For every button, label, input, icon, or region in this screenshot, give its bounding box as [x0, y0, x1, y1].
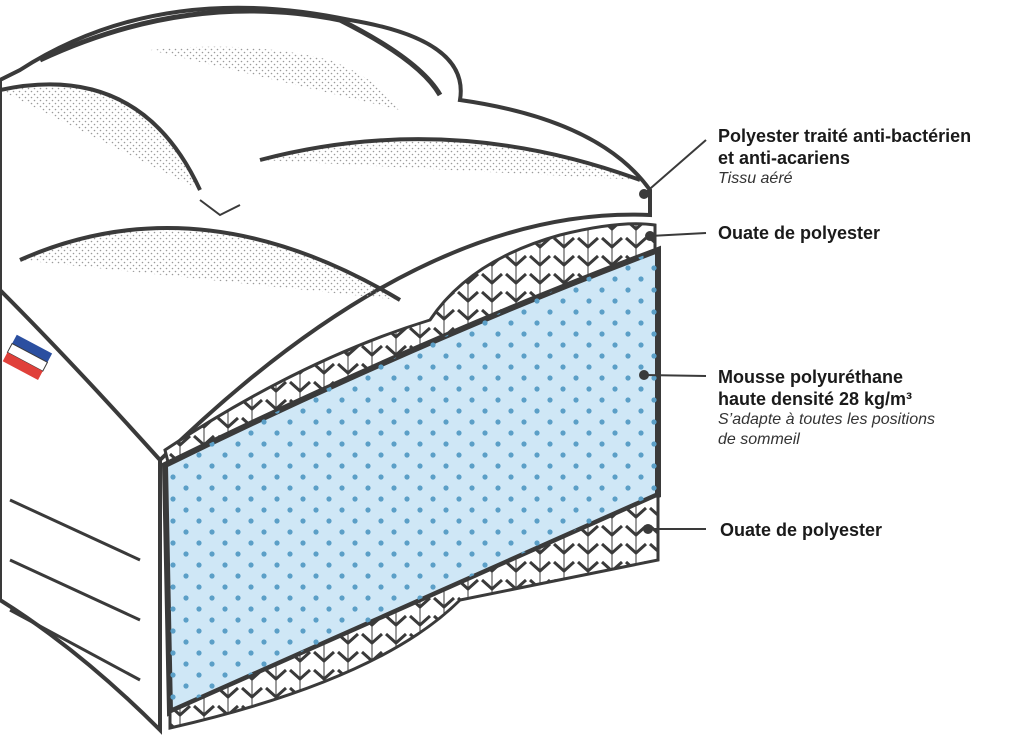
mattress-side	[0, 287, 162, 735]
label-foam-title-2: haute densité 28 kg/m³	[718, 389, 913, 409]
label-cover: Polyester traité anti-bactérien et anti-…	[718, 125, 1018, 189]
french-flag-tag	[2, 334, 53, 380]
leader-lines	[639, 139, 707, 534]
label-wadding-bottom-title: Ouate de polyester	[720, 520, 883, 540]
cover-top	[0, 5, 652, 463]
wadding-bottom-layer	[168, 492, 660, 730]
label-wadding-top: Ouate de polyester	[718, 222, 1008, 244]
label-foam-subtitle-2: de sommeil	[718, 431, 800, 448]
leader-wadding-bottom-dot	[643, 524, 653, 534]
leader-foam-dot	[639, 370, 649, 380]
label-cover-title-2: et anti-acariens	[718, 148, 851, 168]
leader-cover	[643, 139, 707, 195]
leader-wadding-top	[649, 232, 707, 237]
label-wadding-bottom: Ouate de polyester	[720, 519, 1010, 541]
leader-wadding-top-dot	[645, 231, 655, 241]
label-cover-title-1: Polyester traité anti-bactérien	[718, 126, 972, 146]
label-foam-subtitle-1: S’adapte à toutes les positions	[718, 411, 936, 428]
label-cover-subtitle: Tissu aéré	[718, 170, 793, 187]
label-wadding-top-title: Ouate de polyester	[718, 223, 881, 243]
leader-cover-dot	[639, 189, 649, 199]
label-foam: Mousse polyuréthane haute densité 28 kg/…	[718, 366, 1008, 450]
leader-foam	[643, 374, 707, 377]
label-foam-title-1: Mousse polyuréthane	[718, 367, 904, 387]
